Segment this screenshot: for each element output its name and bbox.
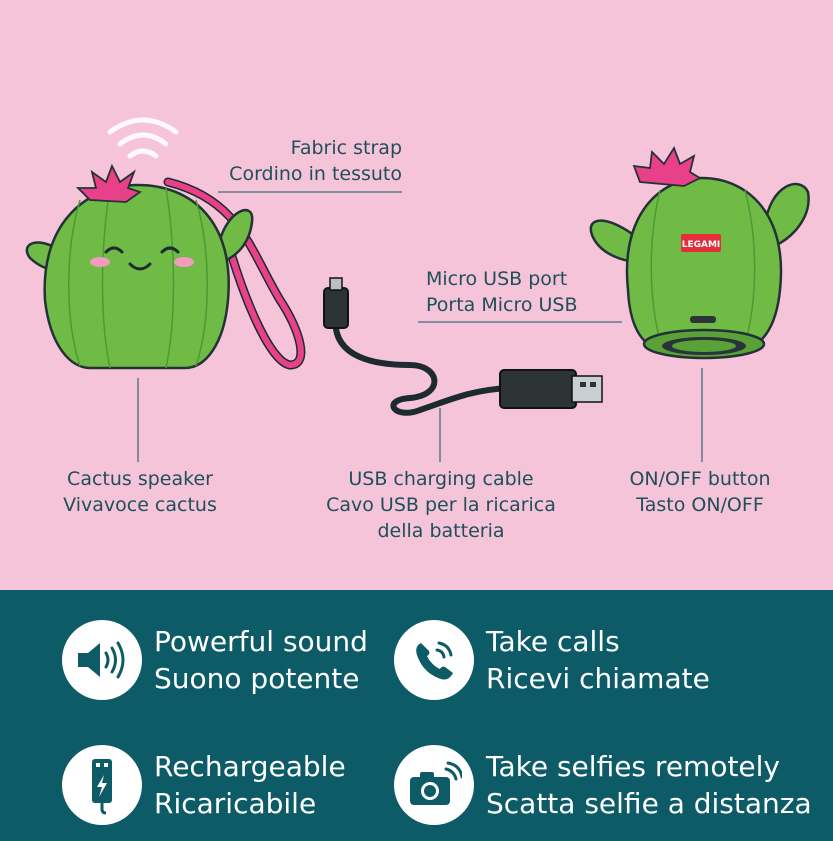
feature-selfies: Take selfies remotely Scatta selfie a di… <box>394 745 812 825</box>
button-label-it: Tasto ON/OFF <box>636 494 764 516</box>
cable-label: USB charging cable Cavo USB per la ricar… <box>310 466 572 544</box>
strap-label: Fabric strap Cordino in tessuto <box>200 135 402 187</box>
feature-rechargeable: Rechargeable Ricaricabile <box>62 745 346 825</box>
speaker-label-en: Cactus speaker <box>67 468 213 490</box>
port-label: Micro USB port Porta Micro USB <box>426 266 578 318</box>
port-label-it: Porta Micro USB <box>426 294 578 316</box>
speaker-label: Cactus speaker Vivavoce cactus <box>40 466 240 518</box>
product-illustration: LEGAMI <box>25 117 810 462</box>
button-label-en: ON/OFF button <box>629 468 771 490</box>
speaker-icon <box>62 620 142 700</box>
strap-label-en: Fabric strap <box>290 137 402 159</box>
cable-label-it-line2: della batteria <box>377 520 505 542</box>
feature-take-calls: Take calls Ricevi chiamate <box>394 620 710 700</box>
signal-waves-icon <box>107 117 179 159</box>
cactus-speaker-front <box>25 163 254 370</box>
battery-charge-icon <box>62 745 142 825</box>
feature-sound-it: Suono potente <box>154 662 360 695</box>
camera-icon <box>394 745 474 825</box>
phone-icon <box>394 620 474 700</box>
cactus-speaker-back <box>589 145 810 360</box>
features-panel: Powerful sound Suono potente Take calls … <box>0 590 833 841</box>
button-label: ON/OFF button Tasto ON/OFF <box>600 466 800 518</box>
feature-calls-en: Take calls <box>486 625 620 658</box>
feature-selfie-en: Take selfies remotely <box>486 750 780 783</box>
brand-tag: LEGAMI <box>682 240 721 250</box>
speaker-label-it: Vivavoce cactus <box>63 494 217 516</box>
port-label-en: Micro USB port <box>426 268 568 290</box>
feature-recharge-it: Ricaricabile <box>154 787 317 820</box>
feature-recharge-en: Rechargeable <box>154 750 346 783</box>
feature-calls-it: Ricevi chiamate <box>486 662 710 695</box>
product-illustration-panel: LEGAMI Fabric strap Cordino in tessuto M… <box>25 117 810 544</box>
strap-label-it: Cordino in tessuto <box>229 163 402 185</box>
feature-selfie-it: Scatta selfie a distanza <box>486 787 812 820</box>
feature-sound-en: Powerful sound <box>154 625 368 658</box>
cable-label-it-line1: Cavo USB per la ricarica <box>326 494 556 516</box>
feature-powerful-sound: Powerful sound Suono potente <box>62 620 368 700</box>
cable-label-en: USB charging cable <box>348 468 534 490</box>
usb-charging-cable <box>323 277 603 416</box>
